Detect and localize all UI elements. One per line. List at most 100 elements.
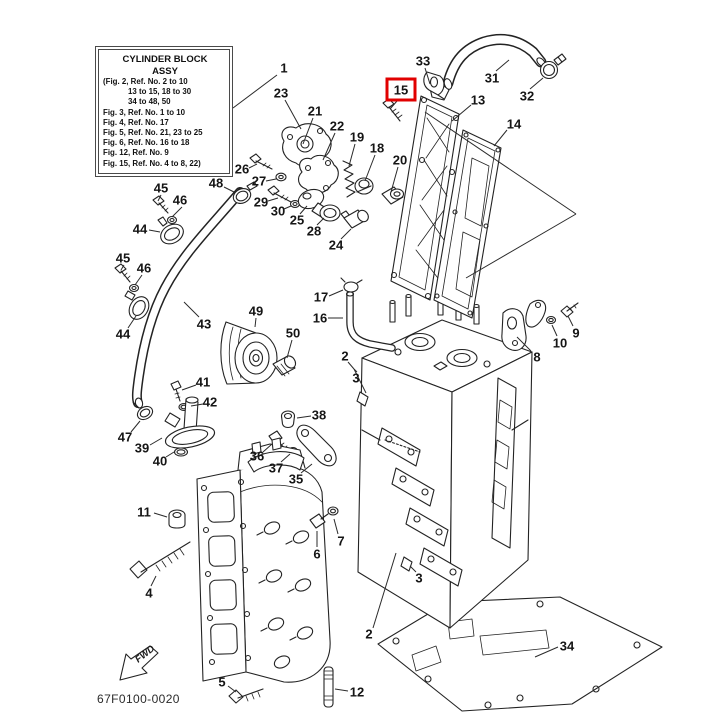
- callout-35: 35: [289, 472, 303, 487]
- callout-27: 27: [252, 174, 266, 189]
- assembly-line: [465, 213, 577, 279]
- callout-40: 40: [153, 454, 167, 469]
- lever-arm-drawing-35: [296, 424, 337, 467]
- pipe-clamp-drawing-17: [340, 277, 363, 293]
- washer-drawing-46b: [128, 283, 140, 293]
- washer-drawing-27: [275, 172, 287, 182]
- callout-leader-36: [262, 443, 273, 453]
- spring-drawing: [342, 160, 356, 198]
- oil-pan-gasket-drawing: [377, 596, 663, 712]
- callout-leader-20: [390, 166, 399, 193]
- assembly-line: [347, 361, 355, 370]
- callout-leader-9: [567, 315, 574, 327]
- water-hose-drawing: [442, 33, 547, 90]
- callout-44: 44: [133, 222, 148, 237]
- note-line: Fig. 12, Ref. No. 9: [103, 148, 169, 158]
- callout-leader-48: [223, 186, 235, 193]
- bolt-drawing-5: [228, 688, 264, 704]
- assembly-line: [424, 111, 577, 215]
- callout-30: 30: [271, 204, 285, 219]
- callout-leader-1: [232, 74, 278, 109]
- clamp-drawing-47: [132, 401, 154, 421]
- callout-11: 11: [137, 505, 151, 520]
- hose-clamp-drawing: [539, 53, 567, 80]
- washer-drawing-10: [545, 315, 557, 325]
- callout-19: 19: [350, 130, 364, 145]
- callout-leader-17: [328, 289, 344, 297]
- callout-29: 29: [254, 195, 268, 210]
- callout-leader-3: [409, 565, 417, 573]
- callout-leader-13: [451, 104, 472, 122]
- callout-7: 7: [337, 534, 344, 549]
- note-line: 34 to 48, 50: [128, 97, 171, 107]
- callout-15: 15: [394, 83, 408, 98]
- oil-seal-drawing-28: [319, 204, 341, 222]
- breather-pipe-drawing: [345, 290, 396, 352]
- callout-leader-26: [248, 163, 258, 169]
- oil-filter-drawing: [220, 321, 278, 385]
- callout-33: 33: [416, 54, 430, 69]
- bolt-drawing-41: [170, 380, 182, 402]
- callout-leader-30: [283, 205, 292, 210]
- callout-49: 49: [249, 304, 263, 319]
- callout-leader-50: [286, 339, 293, 359]
- callout-leader-19: [348, 143, 356, 167]
- stud-drawing-12: [323, 666, 334, 708]
- callout-leader-28: [316, 217, 325, 226]
- callout-leader-12: [334, 688, 349, 692]
- callout-12: 12: [350, 685, 364, 700]
- assembly-line: [353, 368, 367, 394]
- callout-20: 20: [393, 153, 407, 168]
- callout-leader-24: [340, 228, 352, 240]
- callout-leader-46: [171, 206, 183, 218]
- callout-38: 38: [312, 408, 326, 423]
- callout-leader-29: [267, 197, 279, 202]
- callout-leader-11: [153, 512, 168, 518]
- grommet-drawing-11: [168, 509, 186, 529]
- thermostat-drawing: [354, 177, 374, 195]
- pipe-bracket-drawing: [423, 71, 445, 100]
- callout-leader-47: [130, 420, 141, 433]
- callout-leader-2: [372, 552, 397, 629]
- callout-leader-37: [280, 453, 291, 463]
- callout-leader-7: [333, 518, 339, 535]
- callout-leader-46: [134, 274, 143, 286]
- bolt-drawing-6: [309, 513, 329, 529]
- callout-leader-32: [529, 77, 544, 90]
- dowel-pin-drawing: [356, 391, 369, 407]
- callout-44: 44: [116, 327, 131, 342]
- note-line: Fig. 4, Ref. No. 17: [103, 117, 169, 127]
- head-ports: [256, 521, 314, 669]
- callout-14: 14: [507, 117, 522, 132]
- callout-4: 4: [145, 586, 153, 601]
- note-line: CYLINDER BLOCK: [122, 54, 208, 65]
- crankcase-half-drawing: [196, 437, 331, 683]
- callout-45: 45: [116, 251, 130, 266]
- side-cover-gasket-drawing: [433, 129, 502, 319]
- callout-45: 45: [154, 181, 168, 196]
- callout-leader-5: [227, 685, 237, 693]
- callout-leader-44: [127, 315, 137, 329]
- callout-50: 50: [286, 326, 300, 341]
- callout-28: 28: [307, 224, 321, 239]
- callout-3: 3: [352, 371, 359, 386]
- callout-17: 17: [314, 290, 328, 305]
- note-line: (Fig. 2, Ref. No. 2 to 10: [103, 77, 188, 86]
- oil-pickup-drawing-39: [164, 396, 216, 449]
- callout-leader-38: [296, 415, 312, 419]
- callout-42: 42: [203, 395, 217, 410]
- highlight-box-15: [385, 77, 417, 102]
- note-line: 13 to 15, 18 to 30: [128, 87, 192, 97]
- oring-inner-40: [176, 449, 186, 455]
- callout-leader-33: [424, 67, 431, 85]
- bolt-drawing-4: [129, 541, 191, 579]
- washer-drawing-46a: [166, 215, 178, 225]
- callout-leader-34: [534, 646, 559, 658]
- callout-36: 36: [250, 449, 264, 464]
- callout-leader-49: [254, 317, 257, 328]
- callout-31: 31: [485, 71, 499, 86]
